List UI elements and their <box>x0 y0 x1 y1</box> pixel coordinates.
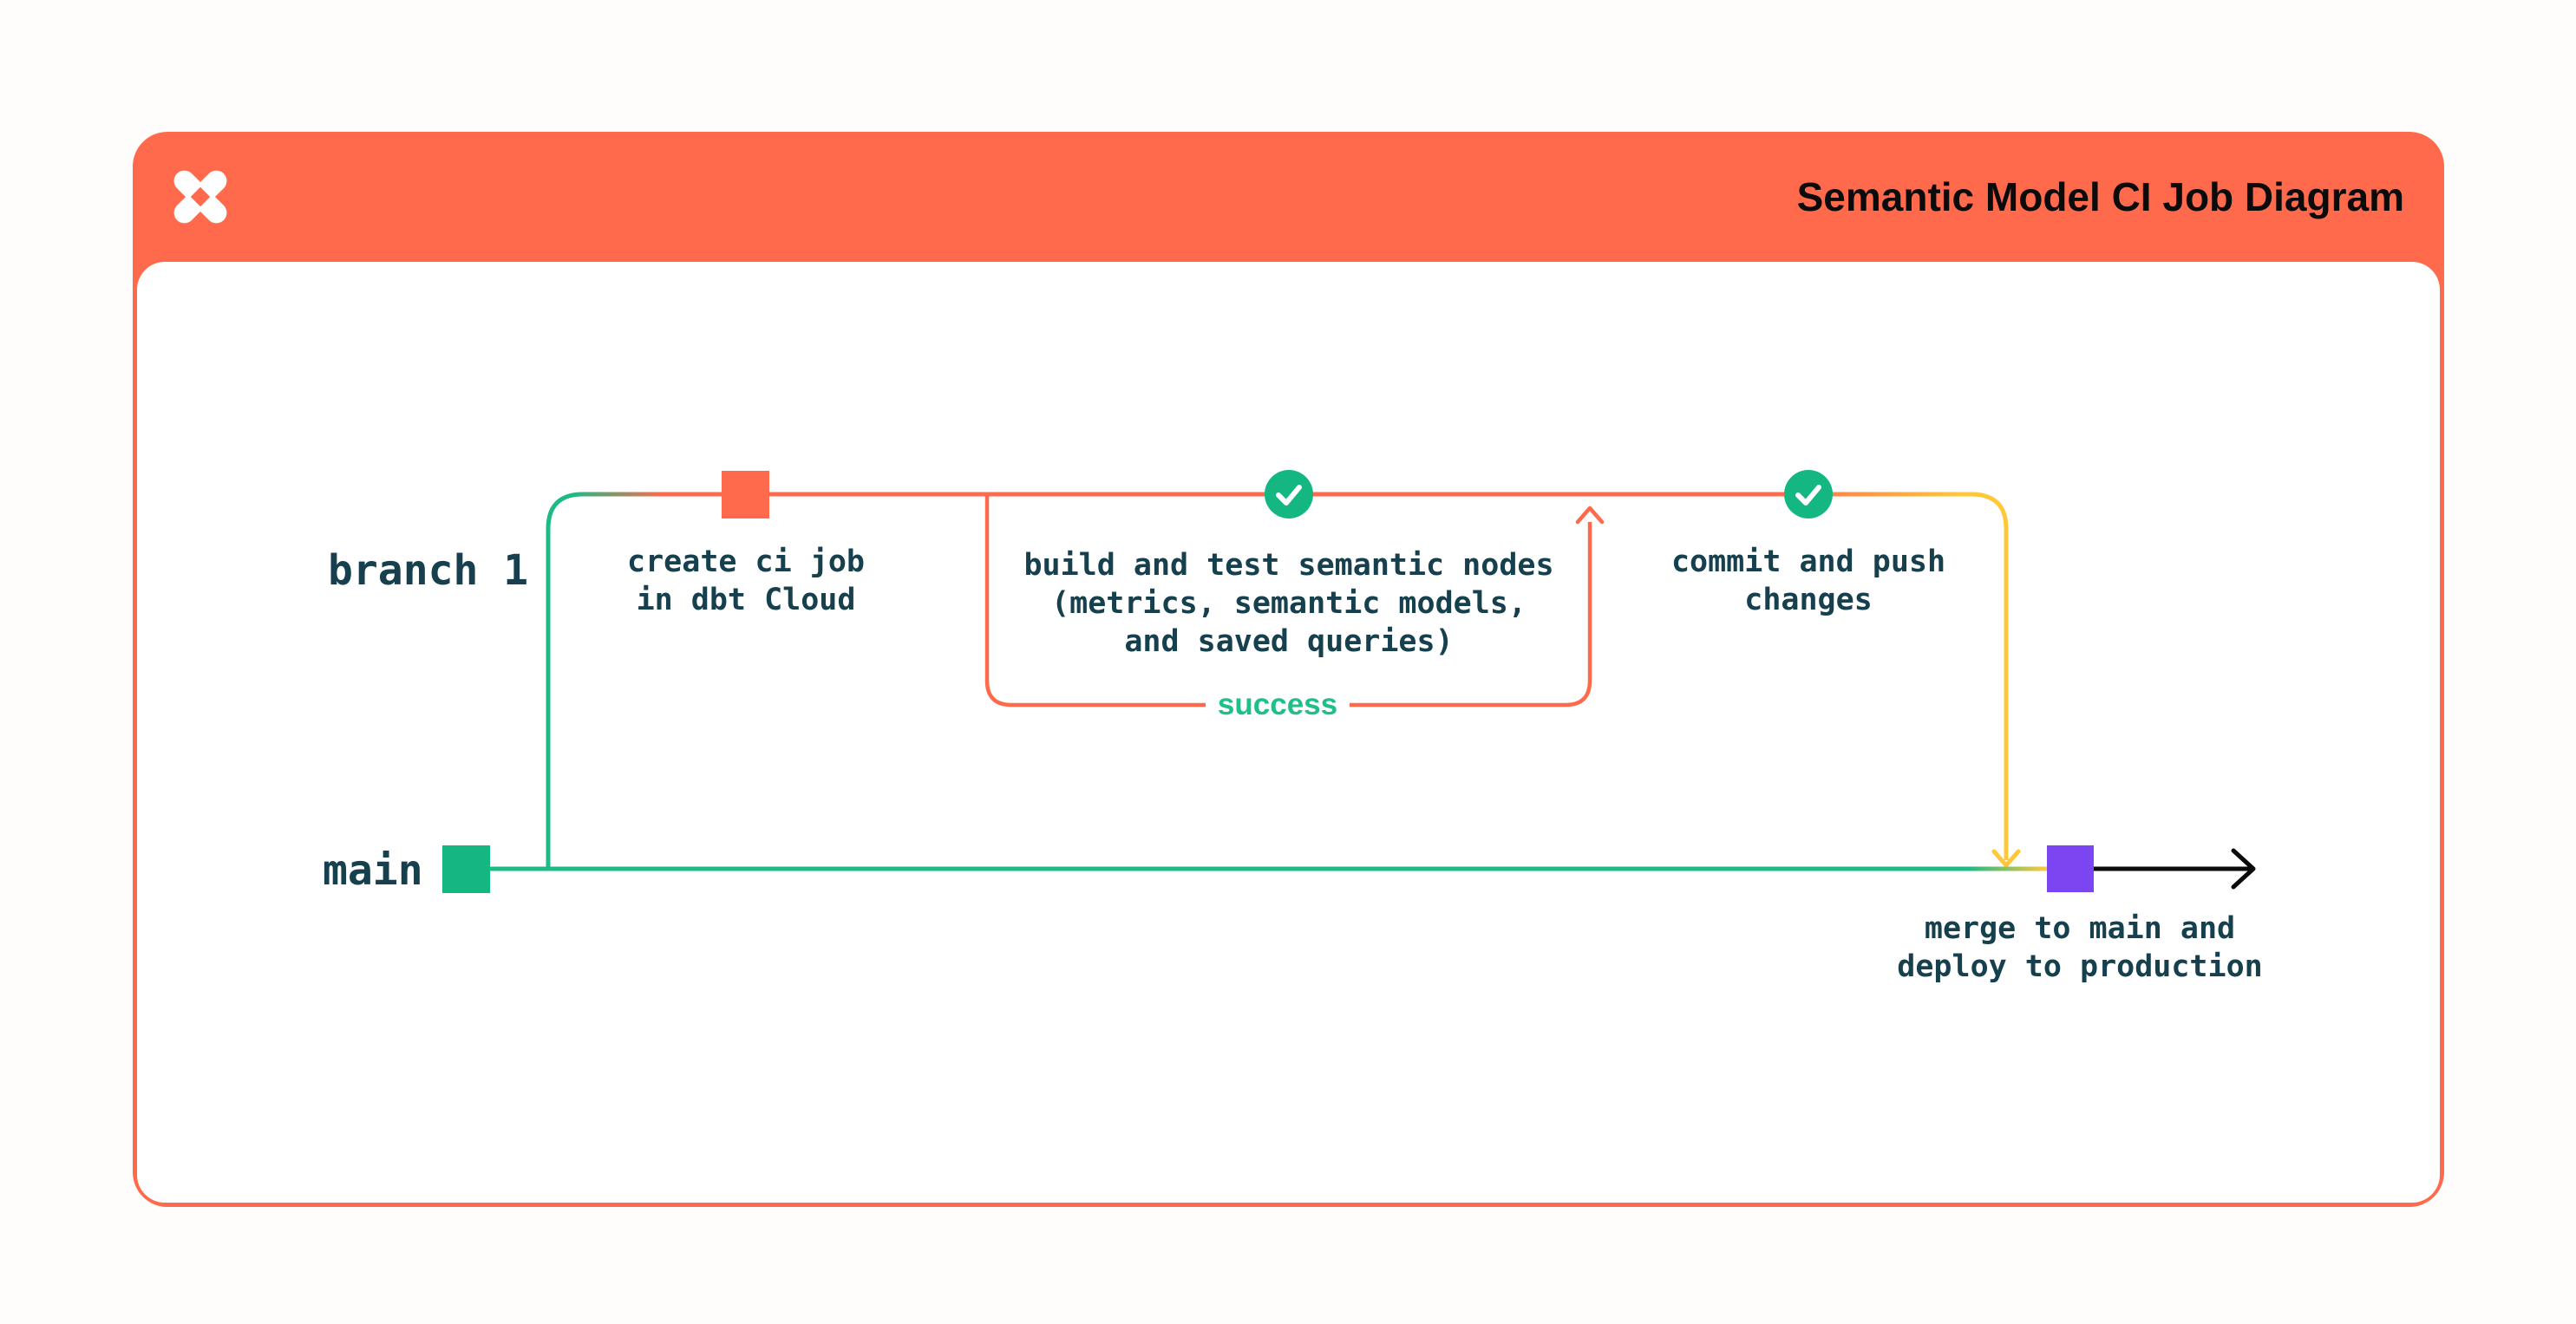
caption-line: merge to main and <box>1924 911 2236 946</box>
merge-node <box>2047 845 2094 892</box>
caption-line: build and test semantic nodes <box>1023 548 1554 583</box>
caption-line: create ci job <box>627 545 865 579</box>
check-icon <box>1276 485 1302 505</box>
main-start-node <box>442 845 490 893</box>
caption-line: changes <box>1744 583 1873 617</box>
page-title: Semantic Model CI Job Diagram <box>1796 174 2404 219</box>
create-ci-caption: create ci job in dbt Cloud <box>627 543 865 619</box>
merge-caption: merge to main and deploy to production <box>1897 910 2262 986</box>
branch-label: branch 1 <box>328 546 529 595</box>
card-header: Semantic Model CI Job Diagram <box>133 132 2444 262</box>
dbt-logo-icon <box>173 170 227 224</box>
caption-line: in dbt Cloud <box>636 583 856 617</box>
commit-push-check-badge <box>1784 470 1833 519</box>
success-label: success <box>1217 688 1338 721</box>
caption-line: commit and push <box>1670 545 1946 579</box>
check-icon <box>1795 485 1821 505</box>
caption-line: (metrics, semantic models, <box>1051 586 1527 621</box>
build-test-caption: build and test semantic nodes (metrics, … <box>1023 546 1553 661</box>
build-test-check-badge <box>1265 470 1313 519</box>
caption-line: deploy to production <box>1897 949 2263 984</box>
caption-line: and saved queries) <box>1124 624 1454 659</box>
diagram-canvas <box>137 262 2440 1203</box>
commit-push-caption: commit and push changes <box>1671 543 1945 619</box>
main-label: main <box>323 846 423 895</box>
diagram-card: Semantic Model CI Job Diagram <box>133 132 2444 1207</box>
create-ci-job-node <box>722 471 769 519</box>
